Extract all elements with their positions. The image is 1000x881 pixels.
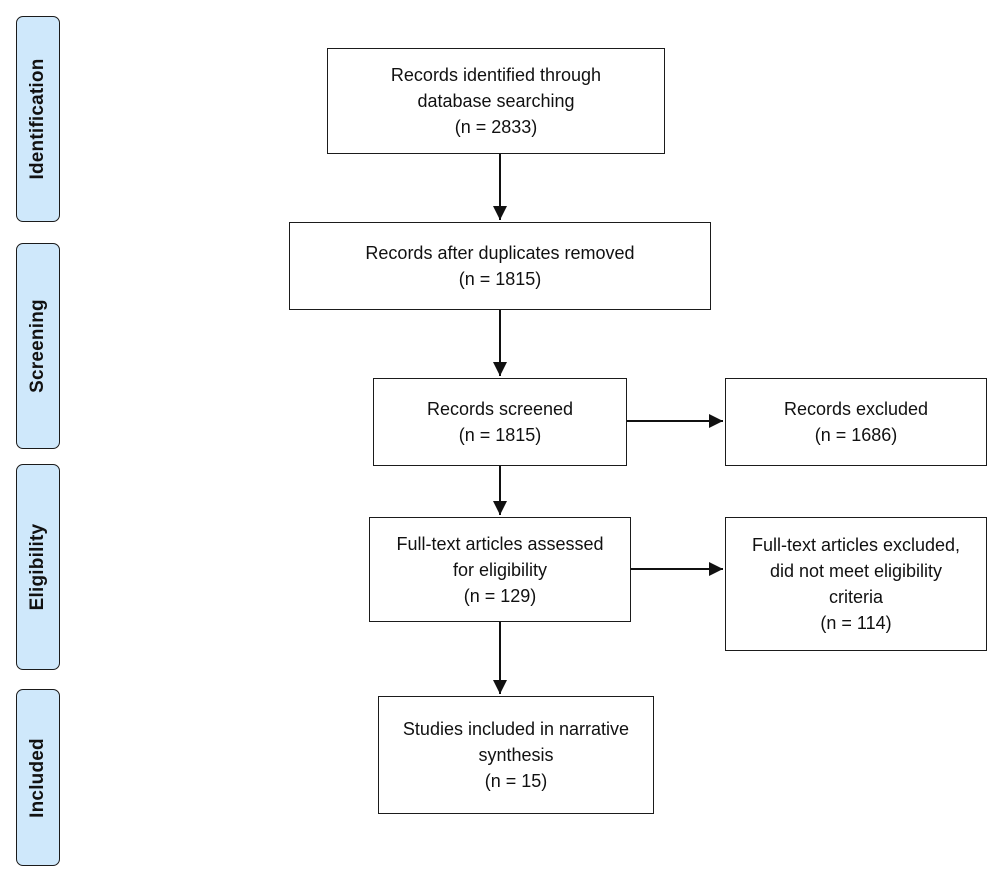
stage-screening: Screening — [16, 243, 60, 449]
box-count: (n = 129) — [463, 585, 537, 606]
box-line: Full-text articles assessed — [396, 533, 604, 554]
box-line: did not meet eligibility — [769, 561, 943, 581]
box-line: synthesis — [478, 745, 554, 765]
box-line: Records identified through — [390, 65, 602, 85]
box-line: database searching — [417, 91, 575, 111]
box-count: (n = 1815) — [458, 425, 542, 445]
box-line: Records excluded — [783, 399, 929, 419]
box-count: (n = 1815) — [458, 269, 542, 289]
box-fulltext-assessed: Full-text articles assessed for eligibil… — [369, 517, 631, 622]
box-line: for eligibility — [452, 559, 548, 580]
box-records-excluded: Records excluded (n = 1686) — [725, 378, 987, 466]
box-line: Full-text articles excluded, — [751, 535, 961, 555]
box-line: Records screened — [426, 399, 574, 419]
box-line: criteria — [828, 587, 883, 607]
box-records-identified: Records identified through database sear… — [327, 48, 665, 154]
box-records-screened: Records screened (n = 1815) — [373, 378, 627, 466]
stage-eligibility: Eligibility — [16, 464, 60, 670]
box-fulltext-excluded: Full-text articles excluded, did not mee… — [725, 517, 987, 651]
box-count: (n = 114) — [820, 613, 892, 633]
stage-identification: Identification — [16, 16, 60, 222]
box-count: (n = 15) — [484, 771, 548, 791]
box-count: (n = 2833) — [454, 117, 538, 137]
box-count: (n = 1686) — [814, 425, 898, 445]
box-studies-included: Studies included in narrative synthesis … — [378, 696, 654, 814]
box-records-deduplicated: Records after duplicates removed (n = 18… — [289, 222, 711, 310]
stage-included: Included — [16, 689, 60, 866]
box-line: Records after duplicates removed — [365, 243, 635, 263]
box-line: Studies included in narrative — [402, 719, 630, 739]
